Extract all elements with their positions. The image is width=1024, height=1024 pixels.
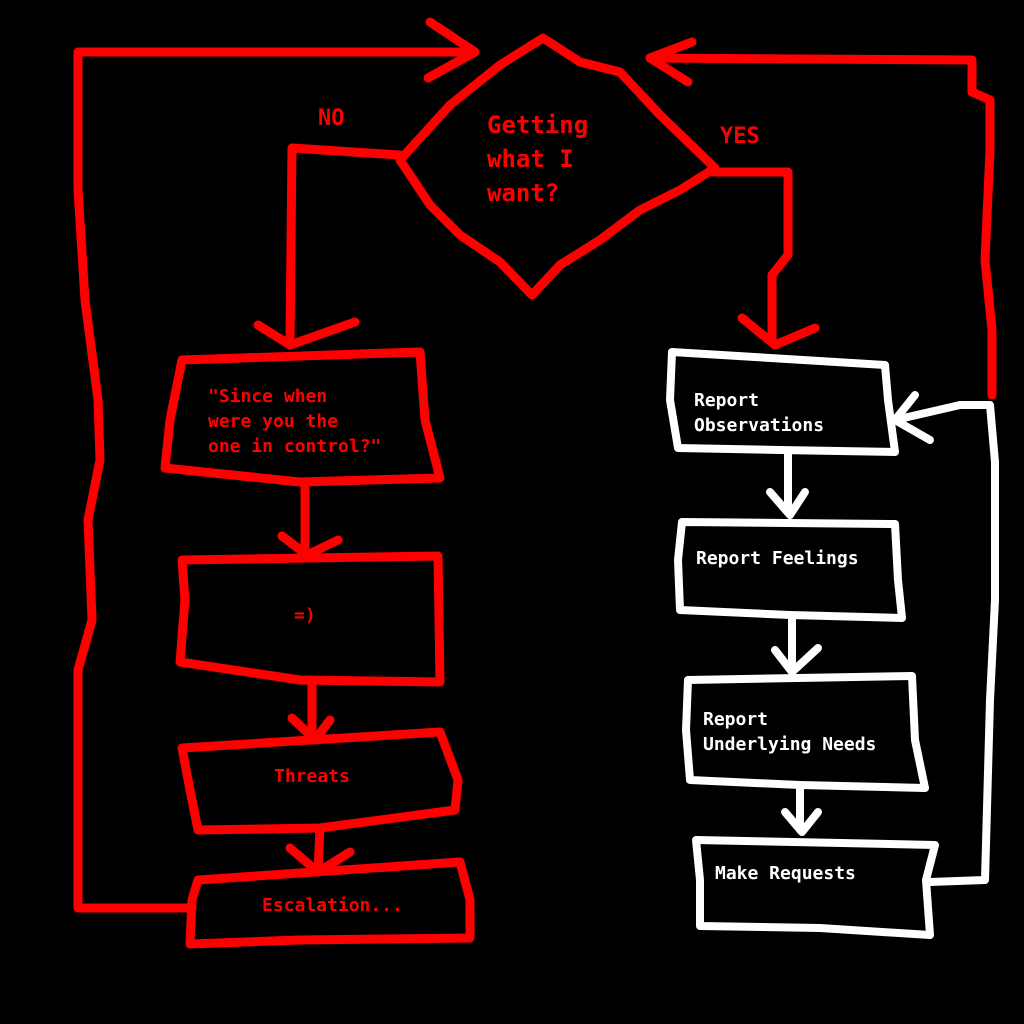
no-loop-arrowhead: [423, 17, 480, 83]
yes-step-1-label: Report Observations: [694, 390, 825, 436]
no-box-4-outline: [185, 857, 475, 949]
no-arrow-3-4: [285, 823, 355, 877]
yes-step-4-label: Make Requests: [715, 863, 856, 884]
yes-arrowhead: [737, 313, 820, 350]
yes-arrow-1-2: [766, 448, 809, 519]
yes-box-3-outline: [682, 672, 929, 792]
no-arrow-2-3: [287, 675, 335, 745]
yes-arrow-3-4: [781, 781, 822, 836]
yes-arrow-2-3: [771, 614, 822, 676]
no-step-3-label: Threats: [274, 766, 350, 787]
no-loop-line: [73, 47, 475, 913]
yes-label: YES: [720, 124, 760, 149]
yes-box-2-outline: [674, 518, 906, 622]
yes-loop-white-line: [891, 401, 999, 886]
yes-box-4-outline: [692, 836, 939, 939]
yes-loop-line: [645, 53, 997, 400]
no-connector: [285, 143, 405, 345]
yes-loop-white-arrowhead: [891, 391, 934, 444]
decision-text: Getting what I want?: [487, 111, 589, 207]
no-step-1-label: "Since when were you the one in control?…: [208, 386, 382, 457]
no-arrowhead: [253, 317, 360, 350]
no-box-1-outline: [160, 347, 445, 487]
yes-loop-arrowhead: [645, 37, 697, 87]
no-step-4-label: Escalation...: [262, 895, 403, 916]
decision-diamond: [395, 33, 720, 300]
no-label: NO: [318, 106, 345, 131]
no-box-3-outline: [177, 727, 463, 835]
yes-box-1-outline: [666, 348, 899, 456]
no-box-2-outline: [175, 551, 445, 687]
yes-step-3-label: Report Underlying Needs: [703, 709, 877, 755]
yes-step-2-label: Report Feelings: [696, 548, 859, 569]
no-step-2-label: =): [294, 605, 316, 626]
yes-connector: [707, 167, 793, 345]
no-arrow-1-2: [277, 477, 343, 560]
